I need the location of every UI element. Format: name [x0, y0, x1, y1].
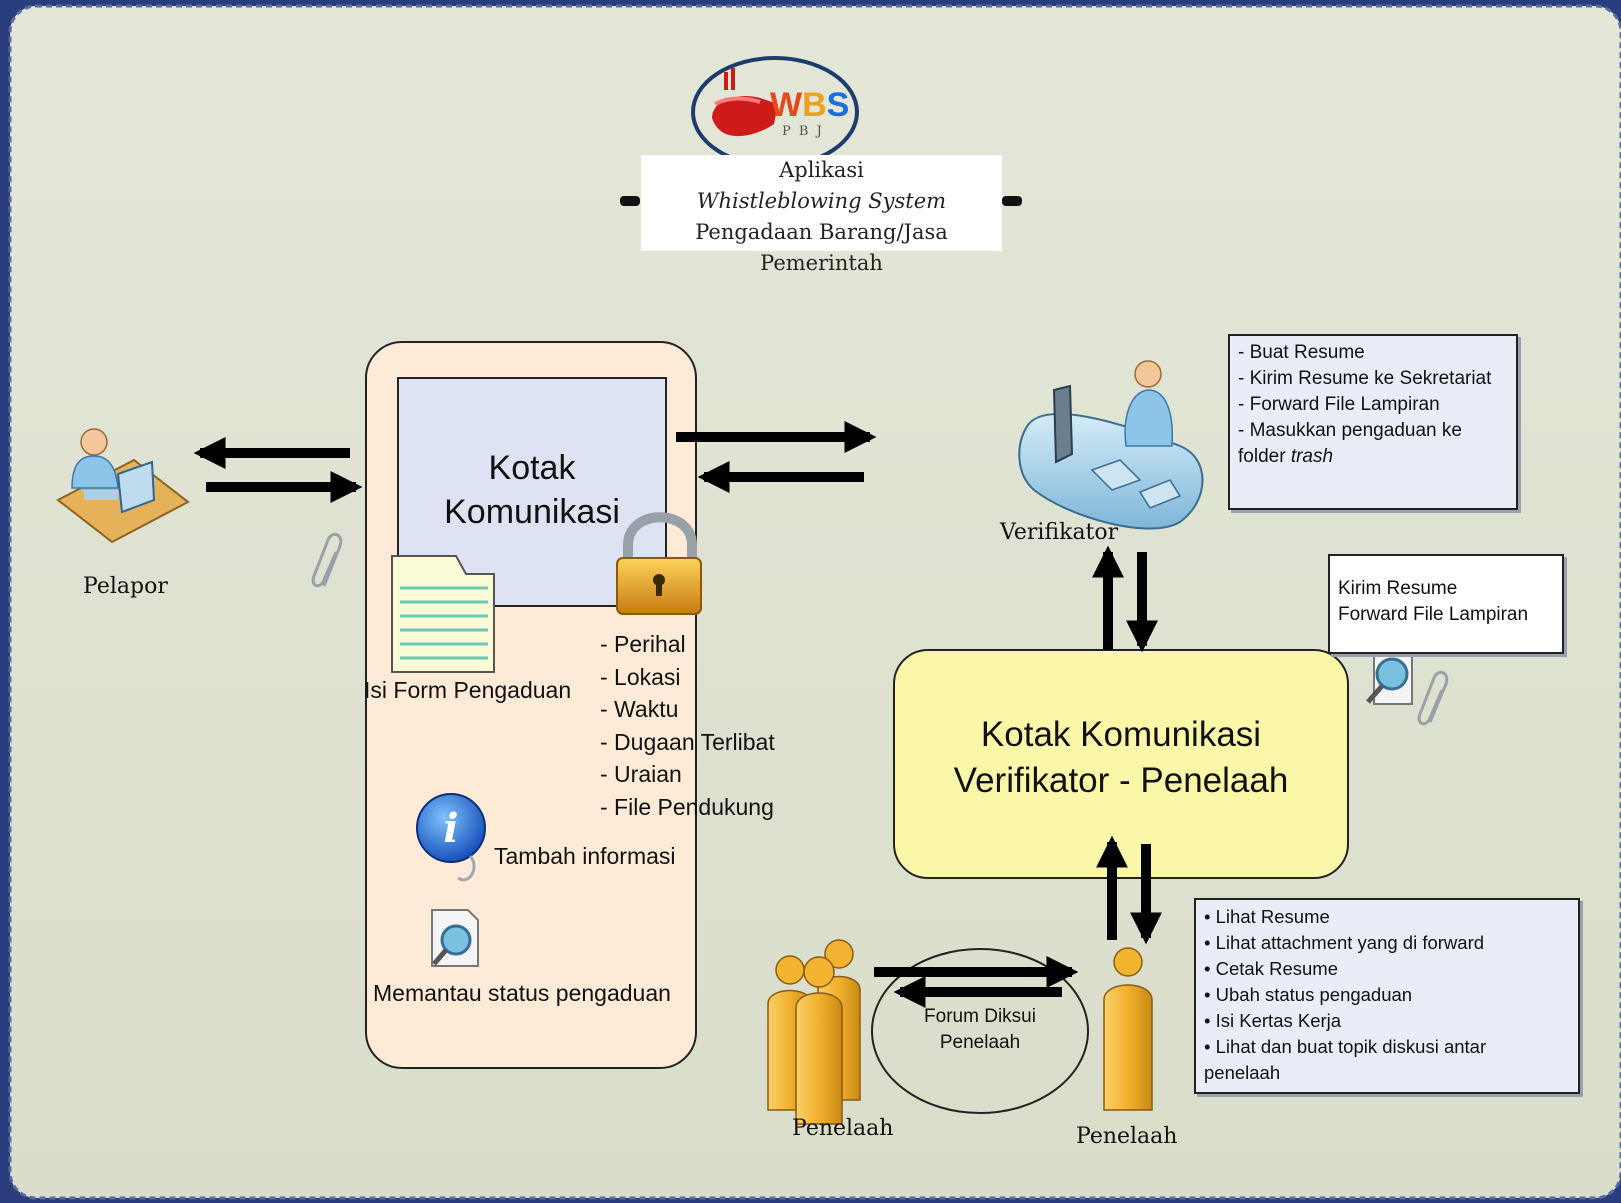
isi-form-label: Isi Form Pengaduan	[364, 677, 572, 703]
title-line-3: Pengadaan Barang/Jasa Pemerintah	[695, 220, 948, 275]
penelaah-single-label: Penelaah	[1076, 1124, 1178, 1149]
kotak-komunikasi-line-2: Komunikasi	[444, 493, 620, 531]
lock-icon	[616, 512, 702, 615]
penelaah-group-icon	[767, 939, 861, 1125]
logo-letter-b: B	[802, 86, 827, 124]
penelaah-task: • Lihat Resume	[1204, 906, 1330, 927]
title-line-1: Aplikasi	[779, 158, 864, 182]
kotak-komunikasi-title: Kotak Komunikasi	[398, 446, 666, 534]
verifikator-label: Verifikator	[1000, 520, 1119, 545]
pelapor-person-icon	[56, 428, 190, 544]
whistle-icon	[712, 68, 778, 137]
pelapor-label: Pelapor	[83, 574, 168, 599]
form-field: - Waktu	[600, 696, 679, 722]
verifikator-task: - Kirim Resume ke Sekretariat	[1238, 368, 1492, 389]
forward-file-line: Forward File Lampiran	[1338, 604, 1529, 625]
form-document-icon	[391, 555, 495, 673]
form-field: - Dugaan Terlibat	[600, 728, 775, 755]
penelaah-single-icon	[1103, 947, 1153, 1111]
forum-diskusi-ellipse	[871, 948, 1089, 1114]
logo-letter-w: W	[770, 86, 803, 124]
penelaah-task: penelaah	[1204, 1060, 1570, 1086]
lampiran-search-icon	[1366, 643, 1413, 705]
penelaah-task-text: Lihat attachment yang di forward	[1215, 932, 1485, 953]
form-field: - Lokasi	[600, 663, 681, 690]
penelaah-task: • Cetak Resume	[1204, 958, 1338, 979]
verifikator-task-italic: trash	[1290, 446, 1334, 467]
verifikator-person-icon	[1018, 360, 1204, 530]
title-box: Aplikasi Whistleblowing System Pengadaan…	[641, 155, 1002, 275]
paperclip-icon-right	[1417, 670, 1449, 726]
penelaah-task-note: • Lihat Resume • Lihat attachment yang d…	[1194, 898, 1580, 1094]
form-field: - Uraian	[600, 761, 682, 787]
kirim-resume-line: Kirim Resume	[1338, 578, 1458, 599]
kotak-verifikator-line-1: Kotak Komunikasi	[980, 715, 1262, 754]
forum-line-1: Forum Diksui	[924, 1006, 1036, 1027]
kotak-verifikator-line-2: Verifikator - Penelaah	[953, 761, 1289, 800]
verifikator-task: - Forward File Lampiran	[1238, 394, 1440, 415]
penelaah-task: • Isi Kertas Kerja	[1204, 1010, 1342, 1031]
forum-label: Forum Diksui Penelaah	[900, 1004, 1060, 1056]
status-search-icon	[431, 909, 479, 967]
form-fields-list: - Perihal - Lokasi - Waktu - Dugaan Terl…	[600, 628, 775, 823]
kotak-verifikator-penelaah	[893, 649, 1349, 879]
kotak-verifikator-title: Kotak Komunikasi Verifikator - Penelaah	[894, 712, 1348, 804]
verifikator-task: - Masukkan pengaduan ke	[1238, 420, 1462, 441]
paperclip-icon-left	[311, 532, 343, 588]
info-icon: i	[416, 793, 486, 882]
penelaah-task-text: penelaah	[1204, 1062, 1281, 1083]
tambah-informasi-label: Tambah informasi	[494, 843, 676, 869]
verifikator-task: folder	[1238, 446, 1291, 467]
penelaah-task-text: Lihat dan buat topik diskusi antar	[1215, 1036, 1487, 1057]
penelaah-task: • Ubah status pengaduan	[1204, 984, 1413, 1005]
memantau-label: Memantau status pengaduan	[373, 980, 671, 1006]
penelaah-task-text: Lihat Resume	[1215, 906, 1330, 927]
title-dash-right	[1002, 196, 1022, 206]
penelaah-task-text: Cetak Resume	[1215, 958, 1338, 979]
form-field: - File Pendukung	[600, 793, 774, 820]
logo-sub-text: P B J	[782, 124, 824, 139]
verifikator-task-note: - Buat Resume - Kirim Resume ke Sekretar…	[1228, 334, 1518, 510]
verifikator-task: - Buat Resume	[1238, 342, 1365, 363]
penelaah-task-text: Ubah status pengaduan	[1215, 984, 1413, 1005]
title-dash-left	[620, 196, 640, 206]
form-field: - Perihal	[600, 631, 686, 657]
logo-wbs-text: WBS	[770, 86, 849, 125]
forum-line-2: Penelaah	[939, 1032, 1021, 1053]
logo-letter-s: S	[826, 86, 850, 124]
penelaah-task: • Lihat dan buat topik diskusi antar	[1204, 1036, 1487, 1057]
penelaah-group-label: Penelaah	[792, 1116, 894, 1141]
kirim-resume-note: Kirim Resume Forward File Lampiran	[1328, 554, 1564, 654]
verifikator-task-last: folder trash	[1238, 444, 1508, 470]
title-line-2: Whistleblowing System	[696, 189, 947, 213]
penelaah-task: • Lihat attachment yang di forward	[1204, 932, 1485, 953]
penelaah-task-text: Isi Kertas Kerja	[1215, 1010, 1342, 1031]
kotak-komunikasi-line-1: Kotak	[488, 449, 576, 487]
svg-text:i: i	[443, 805, 458, 852]
